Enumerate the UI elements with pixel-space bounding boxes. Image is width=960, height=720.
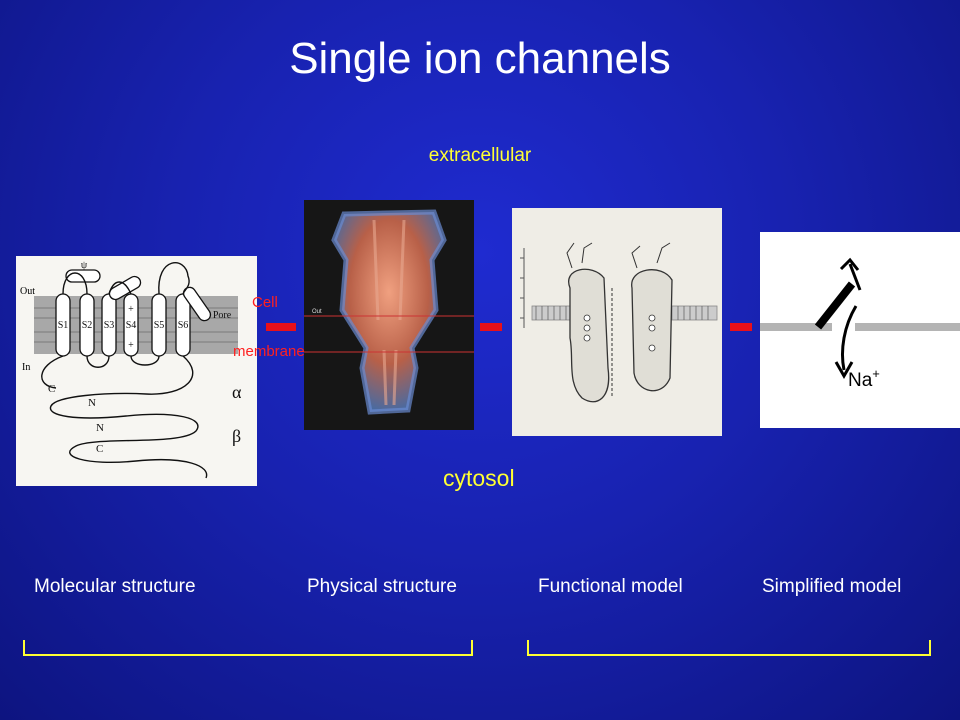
- sodium-ion-label: Na+: [848, 366, 880, 391]
- beta-subunit-label: β: [232, 426, 241, 446]
- channel-gate: [814, 281, 856, 330]
- membrane-right: [855, 323, 960, 331]
- beta-c-terminus: C: [96, 443, 103, 455]
- molecular-structure-panel: Out In S1 S2 S3 S4 S5 S6 + + ψ Pore: [16, 256, 257, 486]
- functional-model-panel: [512, 208, 722, 436]
- alpha-n-terminus: N: [88, 397, 96, 409]
- s4-charge-bottom: +: [128, 340, 134, 351]
- caption-molecular-structure: Molecular structure: [34, 576, 196, 597]
- beta-n-terminus: N: [96, 422, 104, 434]
- s5-label: S5: [154, 320, 165, 331]
- caption-functional-model: Functional model: [538, 576, 683, 597]
- channel-density-map: [331, 209, 447, 415]
- simplified-model-panel: Na+: [760, 232, 960, 428]
- extracellular-label: extracellular: [428, 145, 532, 166]
- s2-label: S2: [82, 320, 93, 331]
- slide-title: Single ion channels: [289, 34, 671, 83]
- model-group-bracket: [527, 640, 931, 656]
- s3-label: S3: [104, 320, 115, 331]
- alpha-c-terminus: C: [48, 383, 55, 395]
- gate-rotation-arrow: [848, 263, 862, 291]
- psi-label: ψ: [81, 260, 88, 271]
- ion-flow-arrow: [841, 305, 858, 371]
- s4-charge-top: +: [128, 304, 134, 315]
- membrane-label: membrane: [233, 343, 305, 360]
- physical-structure-panel: Out: [304, 200, 474, 430]
- caption-physical-structure: Physical structure: [307, 576, 457, 597]
- membrane-left: [760, 323, 832, 331]
- structure-group-bracket: [23, 640, 473, 656]
- pore-label: Pore: [213, 310, 232, 321]
- functional-model-diagram: [520, 242, 718, 403]
- membrane-marker-2: [480, 323, 502, 331]
- s1-label: S1: [58, 320, 69, 331]
- in-label: In: [22, 362, 30, 373]
- molecular-structure-diagram: Out In S1 S2 S3 S4 S5 S6 + + ψ Pore: [20, 260, 242, 479]
- physical-structure-image: Out: [304, 209, 474, 415]
- simplified-model-diagram: Na+: [760, 257, 960, 391]
- pore-loop-helix: [65, 269, 101, 283]
- s4-label: S4: [126, 320, 137, 331]
- s6-label: S6: [178, 320, 189, 331]
- cell-label: Cell: [252, 294, 278, 311]
- membrane-marker-1: [266, 323, 296, 331]
- out-label: Out: [20, 286, 35, 297]
- cytosol-label: cytosol: [443, 465, 515, 491]
- out-label: Out: [312, 309, 322, 315]
- caption-simplified-model: Simplified model: [762, 576, 902, 597]
- alpha-subunit-label: α: [232, 382, 242, 402]
- membrane-marker-3: [730, 323, 752, 331]
